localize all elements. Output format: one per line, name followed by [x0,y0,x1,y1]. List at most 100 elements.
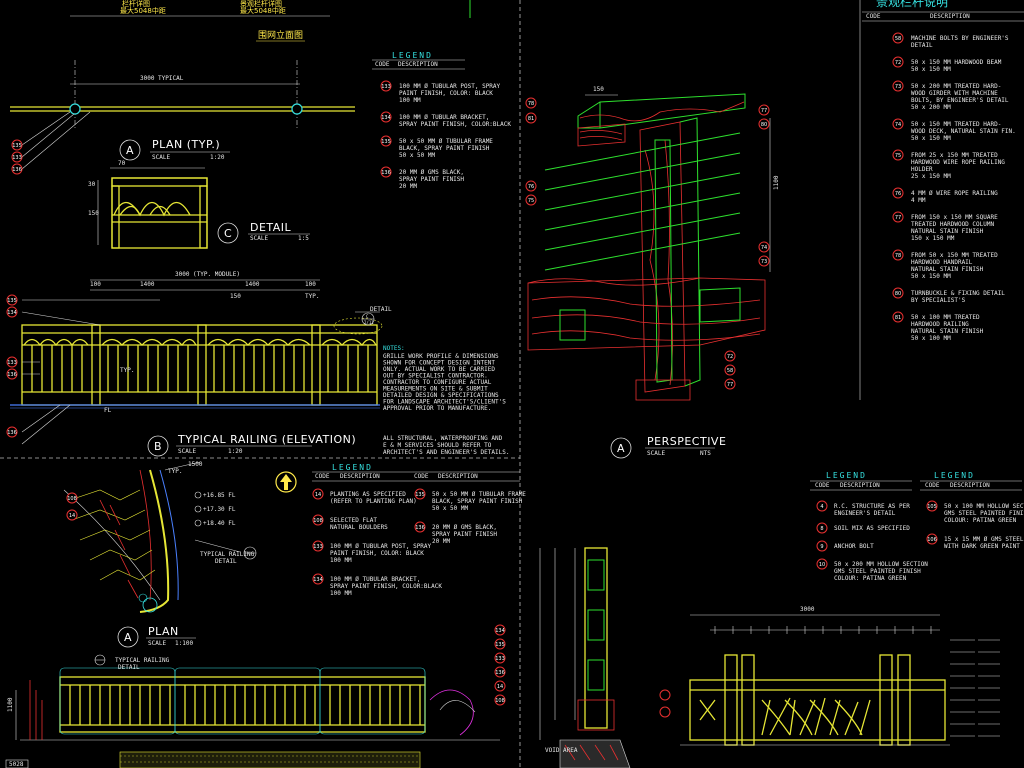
reference-bubble-icon [380,111,392,123]
dim-1400a: 1400 [140,281,155,288]
reference-bubble-icon [494,666,506,678]
reference-bubble-icon [525,97,537,109]
persp-dim-150: 150 [593,86,604,93]
legend-mid: LEGEND CODE DESCRIPTION CODE DESCRIPTION… [312,463,526,597]
bubble-code: 81 [528,116,534,122]
top-label-mid-a: 景观栏杆详图 [240,0,282,8]
legend-desc-line: SPRAY PAINT FINISH, COLOR:BLACK [330,583,442,590]
perspective-scale-label: SCALE [647,450,665,457]
bubble-code: 136 [7,430,17,436]
reference-bubble-icon [892,249,904,261]
note-line: APPROVAL PRIOR TO MANUFACTURE. [383,405,491,412]
legend-code-bubble: 134 [380,111,392,123]
bubble-code: 75 [528,198,534,204]
reference-bubble-icon [6,356,18,368]
legend-code-bubble: 133 [380,80,392,92]
legend-desc-line: HARDWOOD WIRE ROPE RAILING [911,159,1005,166]
reference-bubble-icon [11,139,23,151]
legend-desc-line: 20 MM [399,183,417,190]
legend-desc-line: 20 MM Ø GMS BLACK, [432,524,497,531]
plan-typical-railing-label: TYPICAL RAILING [200,551,255,558]
railing-ref-bubble: 136 [6,368,18,380]
reference-bubble-icon [724,364,736,376]
reference-bubble-icon [414,488,426,500]
note-line: SHOWN FOR CONCEPT DESIGN INTENT [383,360,495,367]
bubble-code: 58 [895,36,901,42]
legend-desc-line: WOOD DECK, NATURAL STAIN FIN. [911,128,1016,135]
note-structural-line: ALL STRUCTURAL, WATERPROOFING AND [383,435,503,442]
bubble-code: 8 [820,526,823,532]
dim-3000-typical: 3000 TYPICAL [140,75,184,82]
lower-ref-bubble: 136 [494,666,506,678]
bubble-code: 14 [315,492,321,498]
persp-ref-bubble: 77 [724,378,736,390]
detail-callout-num: C [366,314,369,319]
legend-desc-line: PLANTING AS SPECIFIED [330,491,406,498]
legend-desc-line: SPRAY PAINT FINISH [399,176,464,183]
detail-letter: C [224,227,232,240]
top-title-block: 栏杆详图 最大5048中距 景观栏杆详图 最大5048中距 围网立面图 [70,0,330,42]
dim-100b: 100 [305,281,316,288]
legend-code-bubble: 73 [892,80,904,92]
reference-bubble-icon [312,540,324,552]
plan-lower-ref-bubble: 14 [66,509,78,521]
legend-mid-title: LEGEND [332,463,373,472]
legend-code-bubble: 77 [892,211,904,223]
legend-code-bubble: 135 [380,135,392,147]
bubble-code: 133 [7,360,17,366]
typical-railing-scale-label: SCALE [178,448,196,455]
lower-ref-bubble: 135 [494,638,506,650]
legend-mid-col-desc: DESCRIPTION [340,473,380,480]
lower-right-ticks [714,626,1000,737]
reference-bubble-icon [312,488,324,500]
persp-ref-bubble: 81 [525,112,537,124]
legend-code-bubble: 72 [892,56,904,68]
bubble-code: 78 [895,253,901,259]
detail-scale-label: SCALE [250,235,268,242]
legend-desc-line: COLOUR: PATINA GREEN [944,517,1017,524]
legend-mid-col-code-2: CODE [414,473,429,480]
railing-ref-bubble: 135 [6,294,18,306]
legend-right-title: 景观栏杆说明 [876,0,948,9]
note-line: DETAILED DESIGN & SPECIFICATIONS [383,392,499,399]
lower-typical-railing-sub: DETAIL [118,664,140,671]
legend-desc-line: BLACK, SPRAY PAINT FINISH [432,498,523,505]
bubble-code: 135 [415,492,425,498]
railing-ref-bubble: 134 [6,306,18,318]
reference-bubble-icon [816,500,828,512]
plan-typ-letter: A [126,144,134,157]
bubble-code: 80 [761,122,767,128]
legend-code-bubble: 78 [892,249,904,261]
plan-typ-title: PLAN (TYP.) [152,138,220,151]
plan-lower-scale-label: SCALE [148,640,166,647]
railing-ref-bubble: 136 [6,426,18,438]
legend-desc-line: 100 MM Ø TUBULAR POST, SPRAY [399,83,501,90]
reference-bubble-icon [6,294,18,306]
bubble-code: 73 [895,84,901,90]
dim-typ: TYP. [305,293,319,300]
persp-ref-bubble: 80 [758,118,770,130]
legend-desc-line: 50 x 100 MM TREATED [911,314,980,321]
legend-desc-line: DETAIL [911,42,933,49]
legend-desc-line: TREATED HARDWOOD COLUMN [911,221,994,228]
plan-lower-title: PLAN [148,625,179,638]
legend-right-col-code: CODE [866,13,881,20]
reference-bubble-icon [494,638,506,650]
reference-bubble-icon [494,624,506,636]
reference-bubble-icon [6,426,18,438]
detail-callout-sheet: 2/11 [364,320,374,325]
